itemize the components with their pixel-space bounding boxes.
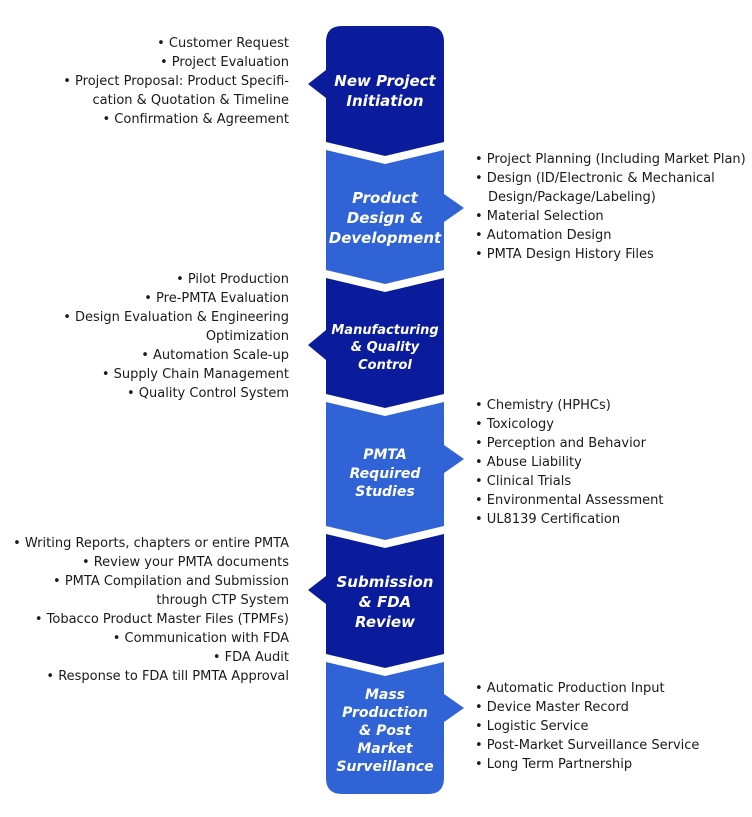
stage-6-shape [326, 662, 464, 794]
stage-2-shape [326, 150, 464, 284]
list-item: through CTP System [156, 593, 289, 608]
list-item: • Pre-PMTA Evaluation [144, 291, 289, 306]
list-item: • Confirmation & Agreement [102, 112, 289, 127]
stage-6-list: • Automatic Production Input • Device Ma… [475, 679, 747, 774]
list-item: • Pilot Production [176, 272, 289, 287]
list-item: • Logistic Service [475, 719, 589, 734]
stage-2-title: Product Design & Development [328, 189, 442, 247]
list-item: • Clinical Trials [475, 474, 572, 489]
list-item: • Material Selection [475, 209, 604, 224]
list-item: • PMTA Design History Files [475, 247, 654, 262]
list-item: • Abuse Liability [475, 455, 582, 470]
stage-1-shape [308, 26, 444, 156]
stage-4-list: • Chemistry (HPHCs) • Toxicology • Perce… [475, 396, 747, 529]
list-item: • Project Planning (Including Market Pla… [475, 152, 746, 167]
list-item: • Tobacco Product Master Files (TPMFs) [34, 612, 289, 627]
list-item: • Automation Scale-up [141, 348, 289, 363]
list-item: • Communication with FDA [112, 631, 289, 646]
stage-6-title: Mass Production & Post Market Surveillan… [336, 686, 434, 776]
list-item: • Automatic Production Input [475, 681, 665, 696]
list-item: • Perception and Behavior [475, 436, 646, 451]
stage-4-title: PMTA Required Studies [349, 447, 421, 501]
list-item: • Chemistry (HPHCs) [475, 398, 611, 413]
stage-1-title: New Project Initiation [334, 72, 436, 110]
list-item: • Automation Design [475, 228, 612, 243]
stage-2-list: • Project Planning (Including Market Pla… [475, 150, 747, 264]
list-item: • UL8139 Certification [475, 512, 621, 527]
stage-3-shape [308, 278, 444, 408]
stage-5-title: Submission & FDA Review [336, 573, 434, 631]
list-item: • Writing Reports, chapters or entire PM… [13, 536, 289, 551]
list-item: cation & Quotation & Timeline [92, 93, 290, 108]
stage-5-shape [308, 534, 444, 668]
list-item: • Project Proposal: Product Specifi- [63, 74, 289, 89]
list-item: • Post-Market Surveillance Service [475, 738, 700, 753]
list-item: • Long Term Partnership [475, 757, 633, 772]
list-item: • Response to FDA till PMTA Approval [46, 669, 289, 684]
list-item: • Design (ID/Electronic & Mechanical Des… [475, 171, 715, 205]
list-item: • Design Evaluation & Engineering [63, 310, 289, 325]
list-item: • Quality Control System [127, 386, 289, 401]
stage-5-list: • Writing Reports, chapters or entire PM… [13, 534, 289, 686]
stage-3-list: • Pilot Production • Pre-PMTA Evaluation… [63, 270, 289, 403]
list-item: • FDA Audit [212, 650, 289, 665]
stage-1-list: • Customer Request • Project Evaluation … [63, 34, 289, 129]
list-item: • Environmental Assessment [475, 493, 664, 508]
list-item: • Review your PMTA documents [81, 555, 289, 570]
list-item: • PMTA Compilation and Submission [53, 574, 289, 589]
list-item: • Toxicology [475, 417, 555, 432]
list-item: • Project Evaluation [159, 55, 289, 70]
list-item: • Supply Chain Management [101, 367, 289, 382]
list-item: • Customer Request [157, 36, 289, 51]
stage-3-title: Manufacturing & Quality Control [331, 323, 439, 373]
list-item: Optimization [205, 329, 289, 344]
stage-4-shape [326, 402, 464, 540]
list-item: • Device Master Record [475, 700, 629, 715]
